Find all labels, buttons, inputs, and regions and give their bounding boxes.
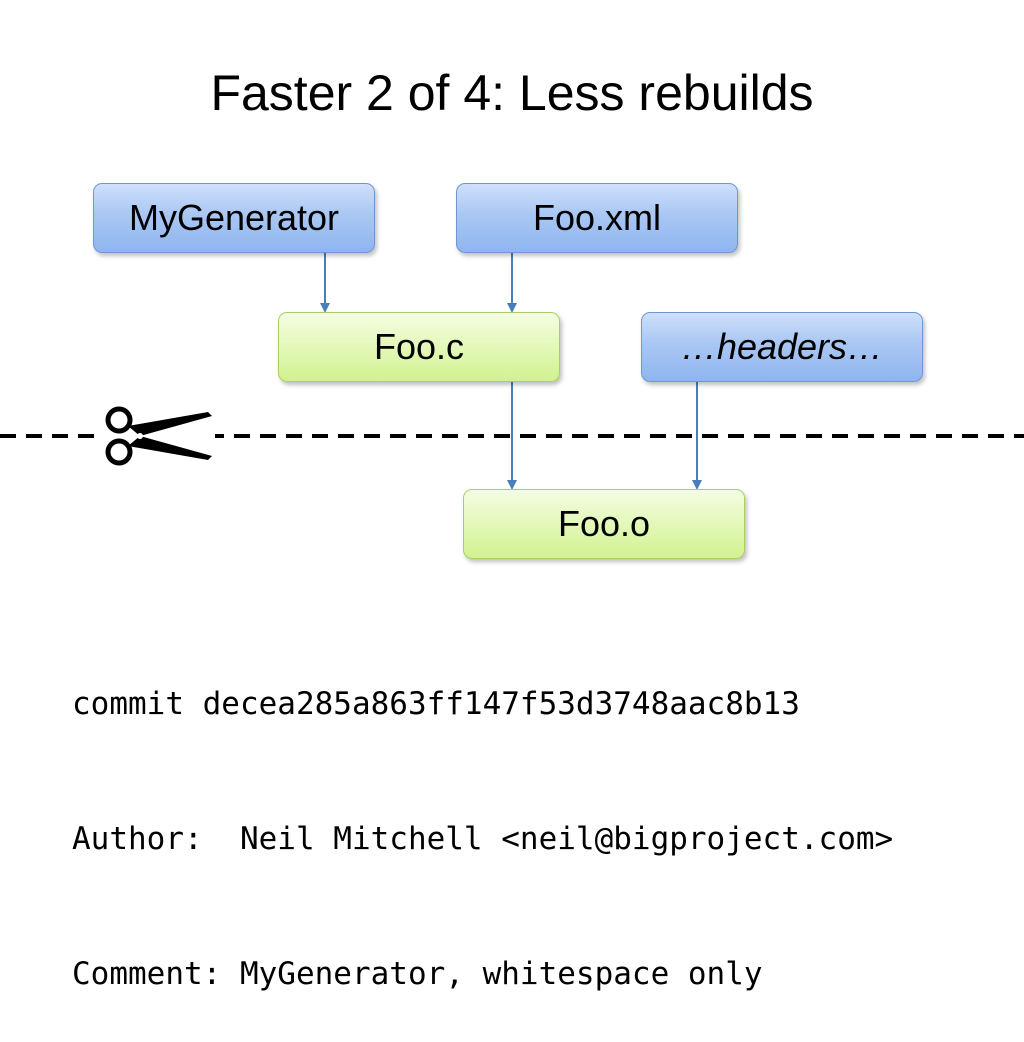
node-foo-xml: Foo.xml: [456, 183, 738, 253]
commit-author-line: Author: Neil Mitchell <neil@bigproject.c…: [72, 821, 894, 857]
node-foo-c: Foo.c: [278, 312, 560, 382]
node-headers: …headers…: [641, 312, 923, 382]
slide-title: Faster 2 of 4: Less rebuilds: [210, 65, 814, 121]
node-mygenerator: MyGenerator: [93, 183, 375, 253]
node-foo-o: Foo.o: [463, 489, 745, 559]
commit-info: commit decea285a863ff147f53d3748aac8b13 …: [72, 592, 893, 1042]
commit-comment-line: Comment: MyGenerator, whitespace only: [72, 956, 763, 992]
scissors-icon: [100, 406, 215, 466]
commit-hash-line: commit decea285a863ff147f53d3748aac8b13: [72, 686, 800, 722]
